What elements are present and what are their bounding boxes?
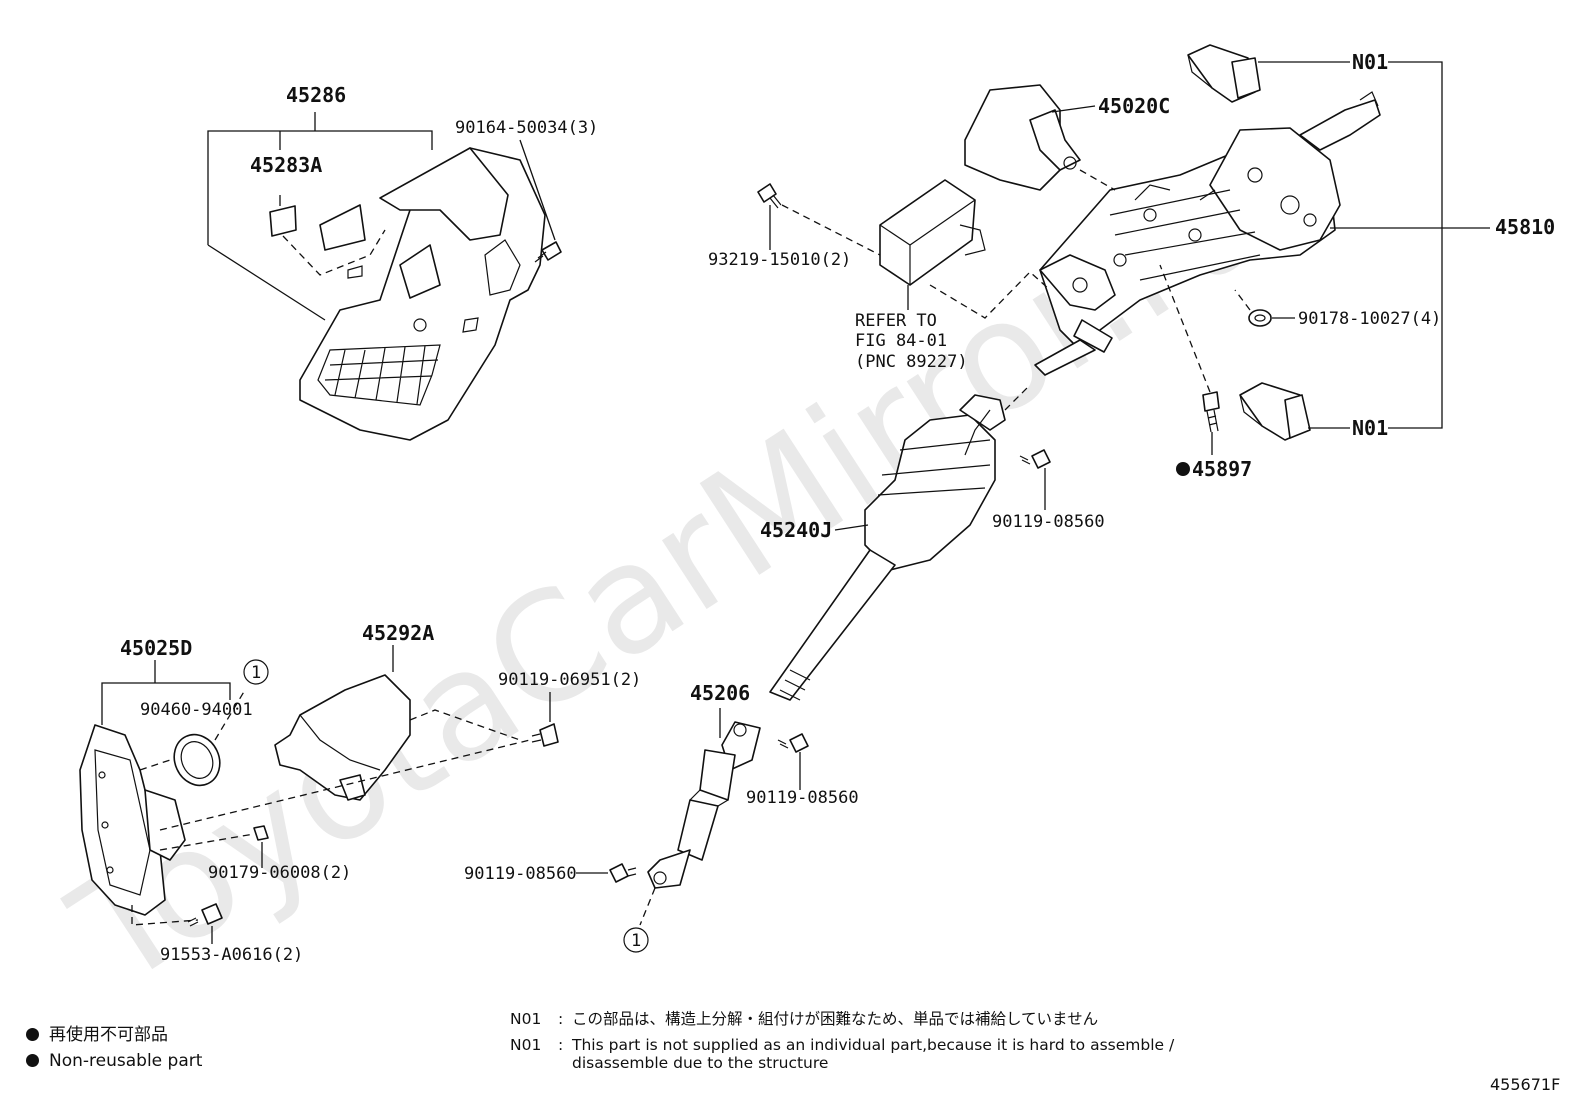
- legend-en: Non-reusable part: [49, 1051, 203, 1071]
- note-row: N01 : This part is not supplied as an in…: [510, 1036, 1232, 1072]
- label-45286: 45286: [286, 83, 346, 107]
- label-45206: 45206: [690, 681, 750, 705]
- label-pnc-89227: (PNC 89227): [855, 352, 968, 372]
- label-45810: 45810: [1495, 215, 1555, 239]
- note-colon: :: [558, 1010, 564, 1028]
- note-text: This part is not supplied as an individu…: [572, 1036, 1175, 1072]
- non-reusable-dot-icon: [26, 1028, 39, 1041]
- bolt-90119-06951: [531, 723, 559, 747]
- lower-cover-45292A: [274, 674, 411, 801]
- screw-90119-08560-b: [777, 733, 809, 753]
- label-sticker-45283A: [269, 205, 297, 237]
- ring-90460-94001: [173, 733, 221, 787]
- label-n01-bottom: N01: [1352, 416, 1388, 440]
- label-93219-15010: 93219-15010(2): [708, 250, 851, 270]
- screw-93219-15010: [757, 183, 782, 209]
- u-joint-45206: [647, 721, 761, 889]
- figure-id: 455671F: [1490, 1075, 1560, 1094]
- label-91553-A0616: 91553-A0616(2): [160, 945, 303, 965]
- label-45283A: 45283A: [250, 153, 322, 177]
- screw-90119-08560-c: [609, 863, 637, 883]
- label-90119-08560-c: 90119-08560: [464, 864, 577, 884]
- module-89227: [879, 179, 986, 286]
- non-reusable-dot-45897: [1176, 462, 1190, 476]
- note-text: この部品は、構造上分解・組付けが困難なため、単品では補給していません: [572, 1010, 1099, 1028]
- legend-row-en: Non-reusable part: [26, 1051, 202, 1071]
- notes: N01 : この部品は、構造上分解・組付けが困難なため、単品では補給していません…: [510, 1010, 1232, 1076]
- label-circle-1-bottom: 1: [631, 931, 641, 951]
- note-colon: :: [558, 1036, 564, 1054]
- nut-90179-06008: [253, 825, 269, 841]
- note-code: N01: [510, 1010, 542, 1028]
- legend-row-jp: 再使用不可部品: [26, 1020, 202, 1045]
- label-45292A: 45292A: [362, 621, 434, 645]
- motor-n01-bottom: [1239, 382, 1311, 441]
- ecu-45020C: [964, 84, 1081, 191]
- label-45897: 45897: [1192, 457, 1252, 481]
- label-90164-50034: 90164-50034(3): [455, 118, 598, 138]
- washer-90178-10027: [1248, 309, 1272, 327]
- motor-n01-top: [1187, 44, 1261, 103]
- shaft-45240J: [769, 394, 1006, 701]
- legend: 再使用不可部品 Non-reusable part: [26, 1020, 202, 1071]
- screw-90119-08560-a: [1019, 449, 1051, 469]
- boot-45025D: [79, 724, 186, 916]
- note-code: N01: [510, 1036, 542, 1054]
- column-cover-45286: [299, 147, 546, 441]
- screw-90164-50034: [534, 241, 562, 263]
- steering-column-45810: [1034, 91, 1381, 376]
- label-90119-08560-a: 90119-08560: [992, 512, 1105, 532]
- label-90119-08560-b: 90119-08560: [746, 788, 859, 808]
- label-fig-84-01: FIG 84-01: [855, 331, 947, 351]
- label-circle-1-top: 1: [251, 663, 261, 683]
- ref-circle-1-bottom: [623, 927, 649, 953]
- label-90179-06008: 90179-06008(2): [208, 863, 351, 883]
- ref-circle-1-top: [243, 659, 269, 685]
- label-45020C: 45020C: [1098, 94, 1170, 118]
- label-90178-10027: 90178-10027(4): [1298, 309, 1441, 329]
- label-90460-94001: 90460-94001: [140, 700, 253, 720]
- label-45025D: 45025D: [120, 636, 192, 660]
- non-reusable-dot-icon: [26, 1054, 39, 1067]
- legend-jp: 再使用不可部品: [49, 1025, 168, 1045]
- note-row: N01 : この部品は、構造上分解・組付けが困難なため、単品では補給していません: [510, 1010, 1232, 1028]
- label-refer-to: REFER TO: [855, 311, 937, 331]
- bolt-91553-A0616: [187, 903, 223, 927]
- label-90119-06951: 90119-06951(2): [498, 670, 641, 690]
- label-n01-top: N01: [1352, 50, 1388, 74]
- bolt-45897: [1202, 391, 1220, 433]
- label-45240J: 45240J: [760, 518, 832, 542]
